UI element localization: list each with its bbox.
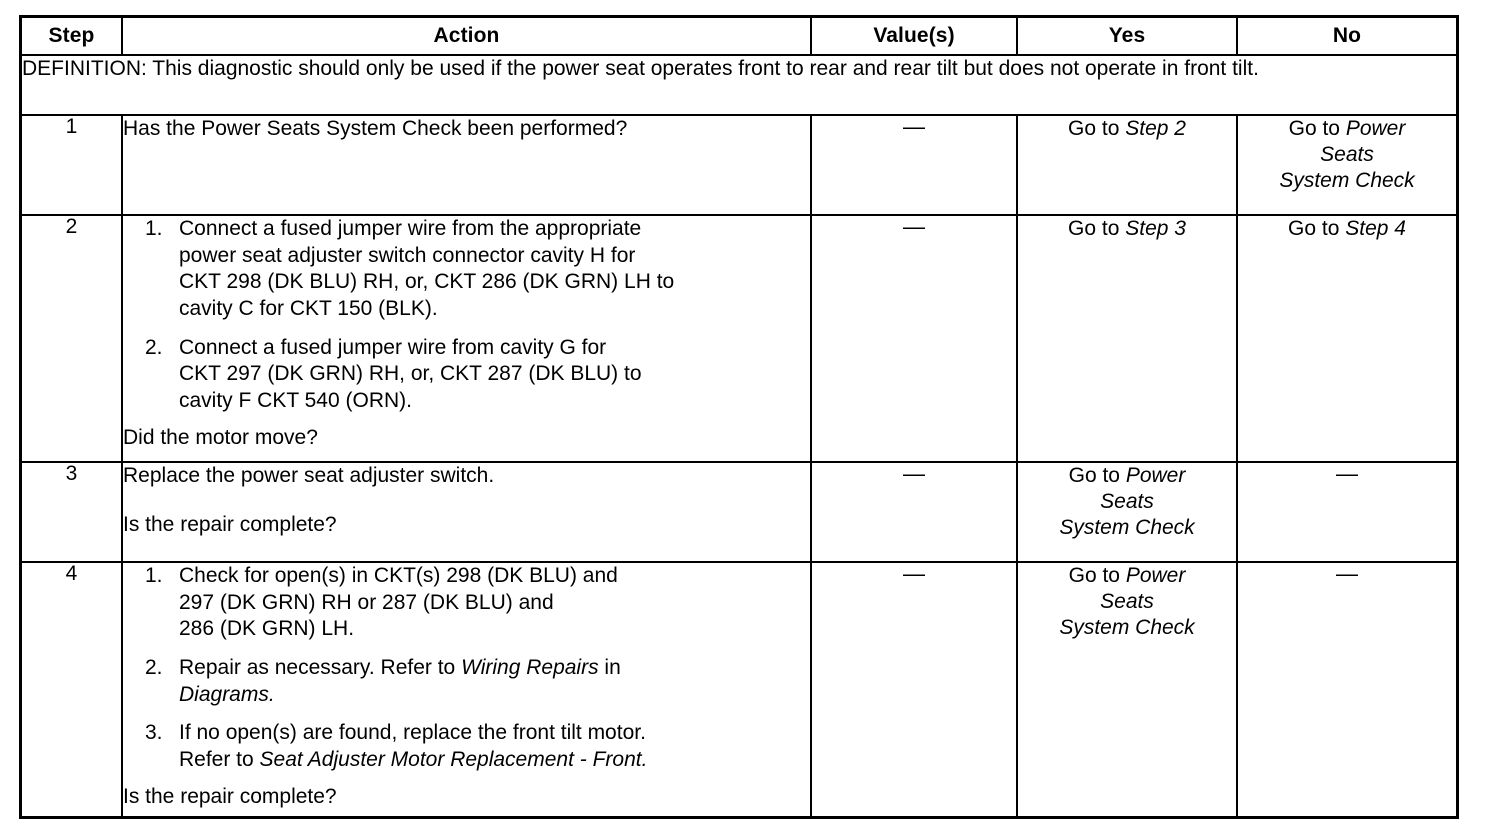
- yes-branch-cell: Go to Step 2: [1016, 114, 1238, 216]
- action-question: Did the motor move?: [123, 425, 318, 449]
- value-cell: —: [810, 461, 1018, 563]
- substep-marker: 3.: [145, 721, 163, 745]
- action-substep-list: 1. Connect a fused jumper wire from the a…: [123, 216, 810, 415]
- action-substep-list: 1. Check for open(s) in CKT(s) 298 (DK BL…: [123, 563, 810, 774]
- value-text: —: [903, 214, 925, 239]
- table-row: 4 1. Check for open(s) in CKT(s) 298 (DK B…: [20, 561, 1458, 818]
- action-substep: 2. Repair as necessary. Refer to Wiring R…: [123, 655, 810, 708]
- no-branch-cell: Go to Step 4: [1236, 214, 1458, 463]
- column-header-yes: Yes: [1016, 16, 1238, 56]
- action-substep: 3. If no open(s) are found, replace the f…: [123, 720, 810, 773]
- action-substep: 1. Connect a fused jumper wire from the a…: [123, 216, 810, 323]
- action-question: Is the repair complete?: [123, 512, 337, 536]
- no-branch-cell: —: [1236, 561, 1458, 818]
- value-text: —: [903, 461, 925, 486]
- value-cell: —: [810, 214, 1018, 463]
- definition-row: DEFINITION: This diagnostic should only …: [20, 54, 1458, 116]
- column-header-values: Value(s): [810, 16, 1018, 56]
- substep-marker: 2.: [145, 655, 163, 679]
- column-header-action: Action: [121, 16, 812, 56]
- substep-marker: 2.: [145, 335, 163, 359]
- definition-text: DEFINITION: This diagnostic should only …: [20, 54, 1458, 116]
- substep-text: If no open(s) are found, replace the fro…: [179, 721, 648, 771]
- diagnostic-procedure-table: Step Action Value(s) Yes No DEFINITION: …: [19, 15, 1459, 819]
- value-cell: —: [810, 114, 1018, 216]
- step-number: 2: [20, 214, 123, 463]
- action-cell: Has the Power Seats System Check been pe…: [121, 114, 812, 216]
- spacer: [123, 490, 810, 512]
- substep-text: Repair as necessary. Refer to Wiring Rep…: [179, 655, 621, 706]
- substep-text: Connect a fused jumper wire from cavity …: [179, 335, 642, 412]
- action-cell: 1. Check for open(s) in CKT(s) 298 (DK BL…: [121, 561, 812, 818]
- yes-branch-cell: Go to Step 3: [1016, 214, 1238, 463]
- action-substep: 1. Check for open(s) in CKT(s) 298 (DK BL…: [123, 563, 810, 643]
- substep-text: Check for open(s) in CKT(s) 298 (DK BLU)…: [179, 564, 618, 641]
- step-number: 3: [20, 461, 123, 563]
- action-cell: 1. Connect a fused jumper wire from the a…: [121, 214, 812, 463]
- action-intro: Has the Power Seats System Check been pe…: [123, 117, 628, 140]
- no-branch-cell: —: [1236, 461, 1458, 563]
- spacer: [123, 415, 810, 425]
- table-header-row: Step Action Value(s) Yes No: [20, 16, 1458, 56]
- substep-marker: 1.: [145, 217, 163, 240]
- substep-marker: 1.: [145, 564, 163, 587]
- step-number: 4: [20, 561, 123, 818]
- column-header-step: Step: [20, 16, 123, 56]
- value-cell: —: [810, 561, 1018, 818]
- value-text: —: [903, 114, 925, 139]
- column-header-no: No: [1236, 16, 1458, 56]
- action-substep: 2. Connect a fused jumper wire from cavit…: [123, 335, 810, 415]
- action-question: Is the repair complete?: [123, 784, 337, 808]
- value-text: —: [903, 561, 925, 586]
- table-row: 2 1. Connect a fused jumper wire from the …: [20, 214, 1458, 463]
- action-cell: Replace the power seat adjuster switch. I…: [121, 461, 812, 563]
- spacer: [123, 774, 810, 784]
- table-body: DEFINITION: This diagnostic should only …: [20, 54, 1458, 818]
- substep-text: Connect a fused jumper wire from the app…: [179, 217, 675, 320]
- action-intro: Replace the power seat adjuster switch.: [123, 464, 495, 487]
- step-number: 1: [20, 114, 123, 216]
